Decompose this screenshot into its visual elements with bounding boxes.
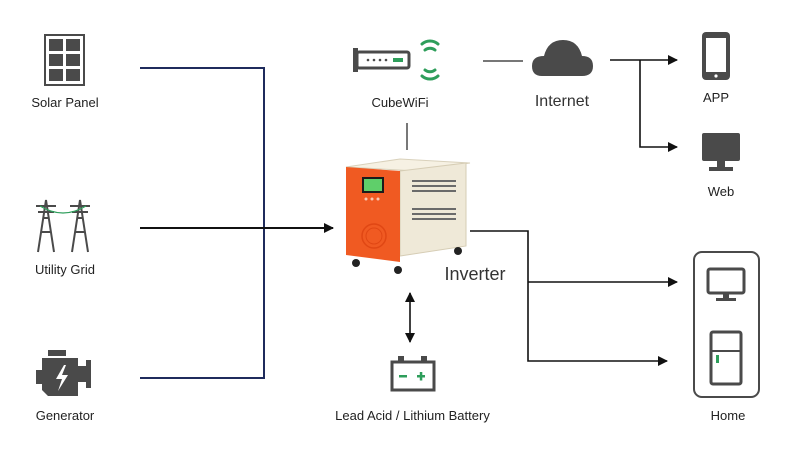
label-home: Home <box>710 408 746 423</box>
label-inverter: Inverter <box>444 264 506 284</box>
internet-connectors <box>610 55 678 152</box>
monitor-icon <box>702 133 740 171</box>
source-connectors <box>140 67 334 379</box>
power-pylon-icon <box>36 199 90 253</box>
inverter-unit-icon <box>345 158 471 274</box>
label-utility-grid: Utility Grid <box>35 262 95 277</box>
refrigerator-icon <box>709 330 743 386</box>
label-battery: Lead Acid / Lithium Battery <box>335 408 490 423</box>
label-solar-panel: Solar Panel <box>31 95 99 110</box>
tv-icon <box>706 267 746 301</box>
wifi-signal-icon <box>420 39 440 81</box>
cloud-icon <box>532 40 593 76</box>
engine-icon <box>36 350 91 396</box>
label-internet: Internet <box>534 93 590 110</box>
phone-icon <box>702 32 730 80</box>
solar-panel-icon <box>44 34 85 86</box>
label-web: Web <box>707 184 735 199</box>
home-connectors <box>470 230 678 366</box>
label-generator: Generator <box>35 408 95 423</box>
battery-icon <box>390 356 436 392</box>
label-app: APP <box>702 90 729 105</box>
solar-connector <box>140 67 265 379</box>
cubewifi-device-icon <box>353 48 411 72</box>
label-cubewifi: CubeWiFi <box>371 95 429 110</box>
